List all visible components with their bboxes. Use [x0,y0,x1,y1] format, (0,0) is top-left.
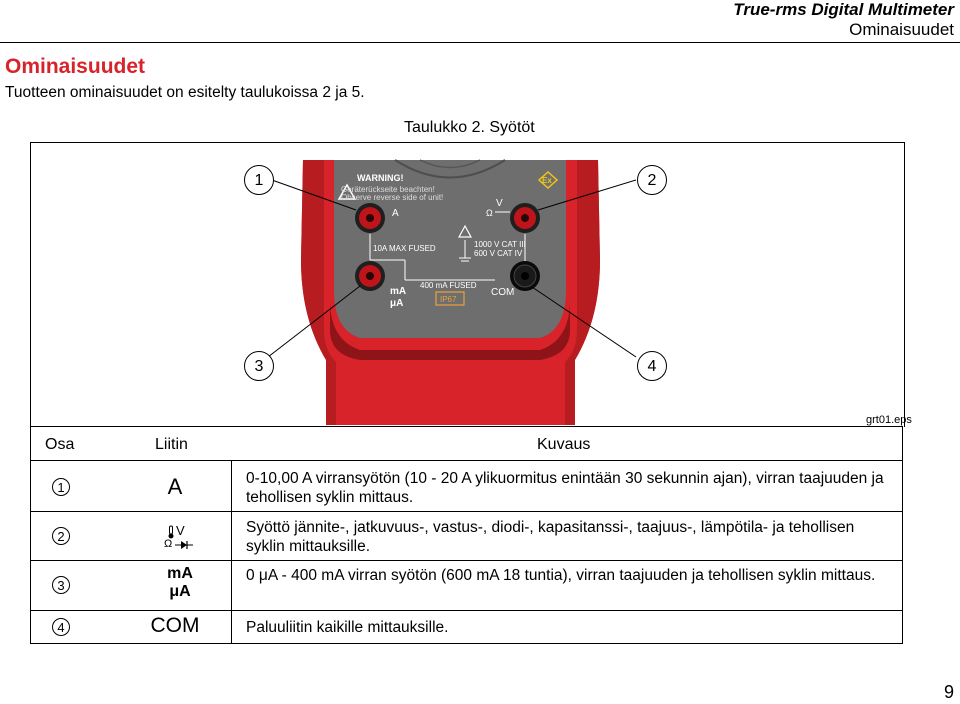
fuse-10a-label: 10A MAX FUSED [373,244,436,253]
row-1-number: 1 [52,478,70,496]
row-1-description: 0-10,00 A virransyötön (10 - 20 A ylikuo… [246,470,884,506]
jack-a-label: A [392,208,399,219]
row-3-connector-top: mA [167,565,193,582]
row-4-connector: COM [150,614,200,637]
jack-ohm-label: Ω [486,208,493,218]
header-part: Osa [45,436,75,453]
com-label: COM [491,287,514,298]
callout-2: 2 [637,165,667,195]
fuse-400-label: 400 mA FUSED [420,281,477,290]
ex-mark: Ex [542,176,552,185]
document-subtitle: Ominaisuudet [849,20,954,39]
figure-frame [30,142,905,427]
warning-en-label: Observe reverse side of unit! [341,193,443,202]
row-3-connector: mA μA [155,565,205,605]
callout-4: 4 [637,351,667,381]
section-title: Ominaisuudet [5,55,146,78]
figure-id: grt01.eps [866,414,912,426]
header-connector: Liitin [155,436,188,453]
cat-600-label: 600 V CAT IV [474,249,523,258]
row-3-description: 0 μA - 400 mA virran syötön (600 mA 18 t… [246,567,876,584]
row-2-connector: V Ω [158,523,198,553]
header-rule [0,42,960,43]
jack-v-label: V [496,198,503,209]
ua-label: μA [390,298,403,309]
page-number: 9 [943,682,954,702]
thermometer-icon [168,525,174,539]
row-3-number: 3 [52,576,70,594]
cat-1000-label: 1000 V CAT III [474,240,526,249]
intro-text: Tuotteen ominaisuudet on esitelty tauluk… [5,84,365,101]
ip67-label: IP67 [440,295,457,304]
row-2-description: Syöttö jännite-, jatkuvuus-, vastus-, di… [246,519,855,555]
row-2-connector-top: V [176,523,185,538]
document-title: True-rms Digital Multimeter [733,0,954,19]
row-1-connector: A [167,474,183,499]
table-header-rule [30,460,903,461]
table-caption: Taulukko 2. Syötöt [404,119,535,136]
warning-label: WARNING! [357,173,404,183]
table-frame [30,426,903,644]
header-description: Kuvaus [537,436,591,453]
row-2-connector-bottom: Ω [164,538,173,550]
table-column-rule [231,460,232,644]
callout-1: 1 [244,165,274,195]
warning-de-label: Geräterückseite beachten! [341,185,435,194]
ma-label: mA [390,286,406,297]
row-4-number: 4 [52,618,70,636]
row-rule [30,610,903,611]
callout-3: 3 [244,351,274,381]
row-rule [30,511,903,512]
diode-icon [175,541,193,549]
row-4-description: Paluuliitin kaikille mittauksille. [246,619,449,636]
row-rule [30,560,903,561]
row-2-number: 2 [52,527,70,545]
row-3-connector-bottom: μA [169,583,191,600]
